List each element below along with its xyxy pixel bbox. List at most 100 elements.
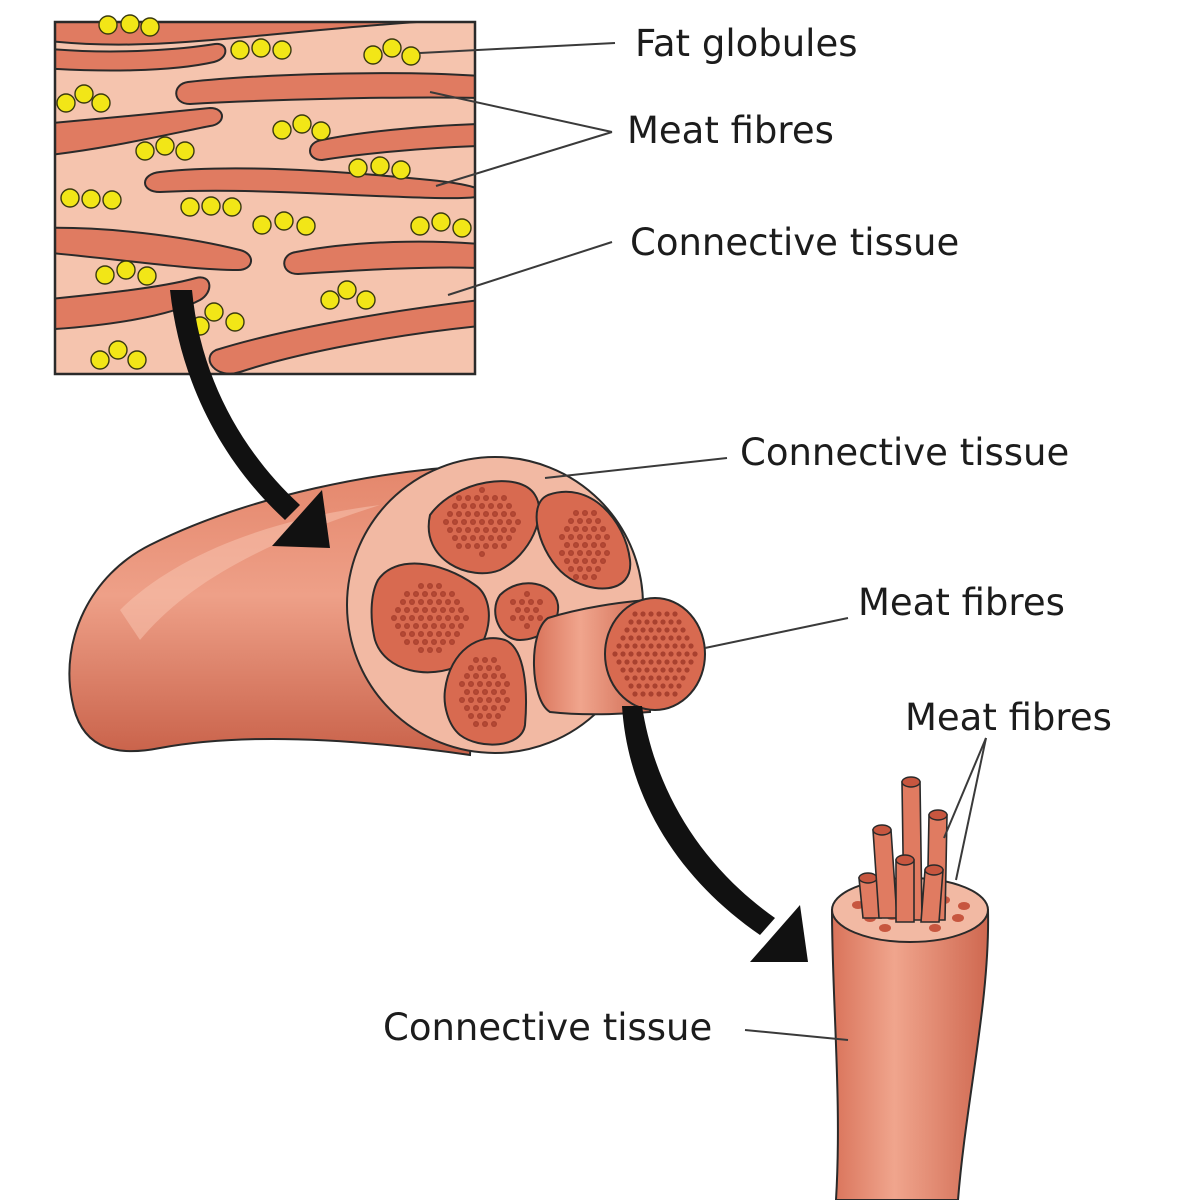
fibre-end-dot xyxy=(632,611,638,617)
fibre-end-dot xyxy=(660,667,666,673)
fibre-end-dot xyxy=(454,599,460,605)
tissue-closeup xyxy=(53,14,477,376)
fibre-end-dot xyxy=(519,615,525,621)
fibre-end-dot xyxy=(482,689,488,695)
fibre-end-dot xyxy=(470,535,476,541)
fibre-end-dot xyxy=(492,543,498,549)
fibre-end-dot xyxy=(628,683,634,689)
fibre-end-dot xyxy=(524,591,530,597)
fibre-end-dot xyxy=(656,675,662,681)
fibre-end-dot xyxy=(595,566,601,572)
single-fibre-group xyxy=(830,776,990,1200)
fibre-end-dot xyxy=(586,566,592,572)
fibre-end-dot xyxy=(604,534,610,540)
fibre-end-dot xyxy=(582,542,588,548)
fibre-end-dot xyxy=(483,495,489,501)
fibre-end-dot xyxy=(474,543,480,549)
fibre-end-dot xyxy=(648,611,654,617)
fibre-end-dot xyxy=(620,667,626,673)
fibre-end-dot xyxy=(664,691,670,697)
fat-globule xyxy=(175,141,195,161)
fibre-end-dot xyxy=(409,599,415,605)
fibre-end-dot xyxy=(436,599,442,605)
fibre-end-dot xyxy=(510,599,516,605)
fibre-end-dot xyxy=(616,643,622,649)
fat-globule xyxy=(180,197,200,217)
fibre-end-dot xyxy=(636,651,642,657)
fibre-end-dot xyxy=(492,527,498,533)
fibre-end-dot xyxy=(620,651,626,657)
fibre-end-dot xyxy=(495,697,501,703)
fibre-end-dot xyxy=(468,697,474,703)
fibre-end-dot xyxy=(477,681,483,687)
fibre-end-dot xyxy=(656,659,662,665)
fibre-end-dot xyxy=(595,518,601,524)
fibre-end-dot xyxy=(684,635,690,641)
fibre-end-dot xyxy=(648,675,654,681)
fibre-end-dot xyxy=(491,689,497,695)
fibre-end-dot xyxy=(473,705,479,711)
fibre-end-dot xyxy=(506,503,512,509)
fibre-end-dot xyxy=(640,643,646,649)
fibre-end-dot xyxy=(488,519,494,525)
fibre-end-dot xyxy=(436,647,442,653)
fibre-end-dot xyxy=(515,519,521,525)
fibre-end-dot xyxy=(586,534,592,540)
leader-meat-fibres-3b xyxy=(955,737,987,881)
fibre-end-dot xyxy=(431,639,437,645)
fibre-end-dot xyxy=(456,495,462,501)
fibre-end-dot xyxy=(640,691,646,697)
fibre-end-dot xyxy=(656,611,662,617)
fibre-end-dot xyxy=(464,705,470,711)
fibre-end-dot xyxy=(632,675,638,681)
fibre-end-dot xyxy=(595,534,601,540)
fibre-bundle-section xyxy=(535,490,632,590)
fibre-end-dot xyxy=(454,615,460,621)
fibre-end-dot xyxy=(409,631,415,637)
fibre-end-dot xyxy=(449,607,455,613)
label-meat-fibres-2: Meat fibres xyxy=(858,581,1065,624)
fibre-end-dot xyxy=(458,623,464,629)
fibre-end-dot xyxy=(497,519,503,525)
fibre-end-dot xyxy=(628,635,634,641)
fibre-end-dot xyxy=(628,667,634,673)
fibre-end-dot xyxy=(458,607,464,613)
fat-globule xyxy=(272,40,292,60)
fibre-end-dot xyxy=(506,535,512,541)
fibre-end-dot xyxy=(624,643,630,649)
fibre-end-dot xyxy=(644,635,650,641)
fibre-end-dot xyxy=(395,607,401,613)
fibre-end-dot xyxy=(668,667,674,673)
fibre-end-dot xyxy=(479,535,485,541)
fibre-end-dot xyxy=(465,527,471,533)
fibre-end-dot xyxy=(501,527,507,533)
fibre-end-dot xyxy=(582,526,588,532)
fat-globules-group xyxy=(56,14,472,370)
fat-globule xyxy=(98,15,118,35)
fibre-end-dot xyxy=(559,534,565,540)
fibre-end-dot xyxy=(404,639,410,645)
meat-fibre-strand-end xyxy=(872,824,892,836)
fat-globule xyxy=(81,189,101,209)
fibre-end-dot xyxy=(440,623,446,629)
fat-globule xyxy=(452,218,472,238)
fat-globule xyxy=(108,340,128,360)
labels: Fat globules Meat fibres Connective tiss… xyxy=(383,22,1112,1049)
fibre-end-dot xyxy=(559,550,565,556)
fibre-end-dot xyxy=(427,583,433,589)
fibre-end-dot xyxy=(537,615,543,621)
fibre-end-dot xyxy=(486,713,492,719)
fibre-end-dot xyxy=(600,526,606,532)
fibre-end-dot xyxy=(391,615,397,621)
fibre-end-dot xyxy=(459,697,465,703)
meat-fibre-strand-end xyxy=(901,776,921,788)
fat-globule xyxy=(116,260,136,280)
fibre-end-dot xyxy=(676,635,682,641)
fibre-strand xyxy=(309,123,475,162)
fibre-end-dot xyxy=(473,721,479,727)
fibre-end-dot xyxy=(636,667,642,673)
fibre-end-dot xyxy=(510,615,516,621)
fibre-end-dot xyxy=(454,631,460,637)
fibre-end-dot xyxy=(676,667,682,673)
fibre-end-dot xyxy=(418,599,424,605)
